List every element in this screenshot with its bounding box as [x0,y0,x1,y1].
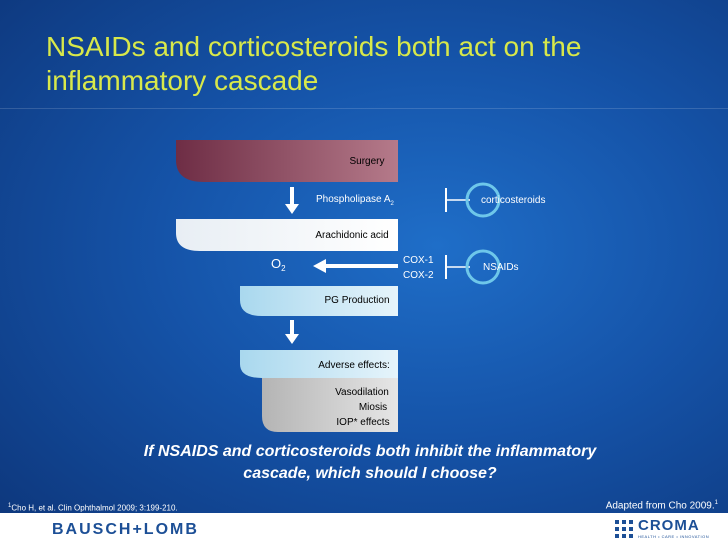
croma-logo-text: CROMA [638,517,700,534]
adverse-effects-body-box [262,378,398,432]
down-arrow-2 [285,320,299,344]
adverse-effect-item: IOP* effects [336,417,389,428]
adverse-effect-item: Vasodilation [335,387,389,398]
closing-question: If NSAIDS and corticosteroids both inhib… [70,441,670,485]
adapted-text: Adapted from Cho 2009. [605,500,715,512]
nsaids-label: NSAIDs [483,262,519,273]
arachidonic-acid-label: Arachidonic acid [315,230,388,241]
question-line-2: cascade, which should I choose? [243,465,497,482]
down-arrow-1 [285,187,299,214]
adverse-effect-item: Miosis [359,402,387,413]
bausch-lomb-logo: BAUSCH+LOMB [52,521,199,538]
footer-bar: BAUSCH+LOMB CROMA HEALTH • CARE • INNOVA… [0,513,728,546]
corticosteroids-inhibitor [465,182,501,218]
left-arrow-cox [313,259,398,273]
slide-title: NSAIDs and corticosteroids both act on t… [46,30,686,98]
surgery-box [176,140,398,182]
pg-production-box [240,286,398,316]
nsaids-inhibitor [465,249,501,285]
adverse-effects-header-box [240,350,398,378]
adapted-from-note: Adapted from Cho 2009.1 [606,500,718,511]
oxygen-text: O [271,256,281,271]
adverse-effects-title: Adverse effects: [318,360,390,371]
pg-production-label: PG Production [324,295,389,306]
title-divider [0,108,728,109]
slide-title-line-2: inflammatory cascade [46,65,319,96]
phospholipase-subscript: 2 [391,201,395,207]
croma-logo: CROMA HEALTH • CARE • INNOVATION [614,517,714,543]
phospholipase-text: Phospholipase A [316,194,391,205]
slide-title-line-1: NSAIDs and corticosteroids both act on t… [46,31,582,62]
phospholipase-label: Phospholipase A2 [316,194,395,207]
surgery-label: Surgery [349,156,384,167]
corticosteroids-label: corticosteroids [481,195,545,206]
croma-logo-icon [615,520,633,538]
cox-2-label: COX-2 [403,270,434,281]
reference-citation: 1Cho H, et al. Clin Ophthalmol 2009; 3:1… [8,503,178,513]
arachidonic-acid-box [176,219,398,251]
oxygen-subscript: 2 [281,264,286,273]
cox-1-label: COX-1 [403,255,434,266]
citation-superscript: 1 [8,503,12,509]
oxygen-label: O2 [271,256,286,273]
adapted-superscript: 1 [714,500,718,506]
question-line-1: If NSAIDS and corticosteroids both inhib… [143,443,597,460]
croma-logo-tagline: HEALTH • CARE • INNOVATION [638,534,710,539]
citation-text: Cho H, et al. Clin Ophthalmol 2009; 3:19… [11,503,178,513]
